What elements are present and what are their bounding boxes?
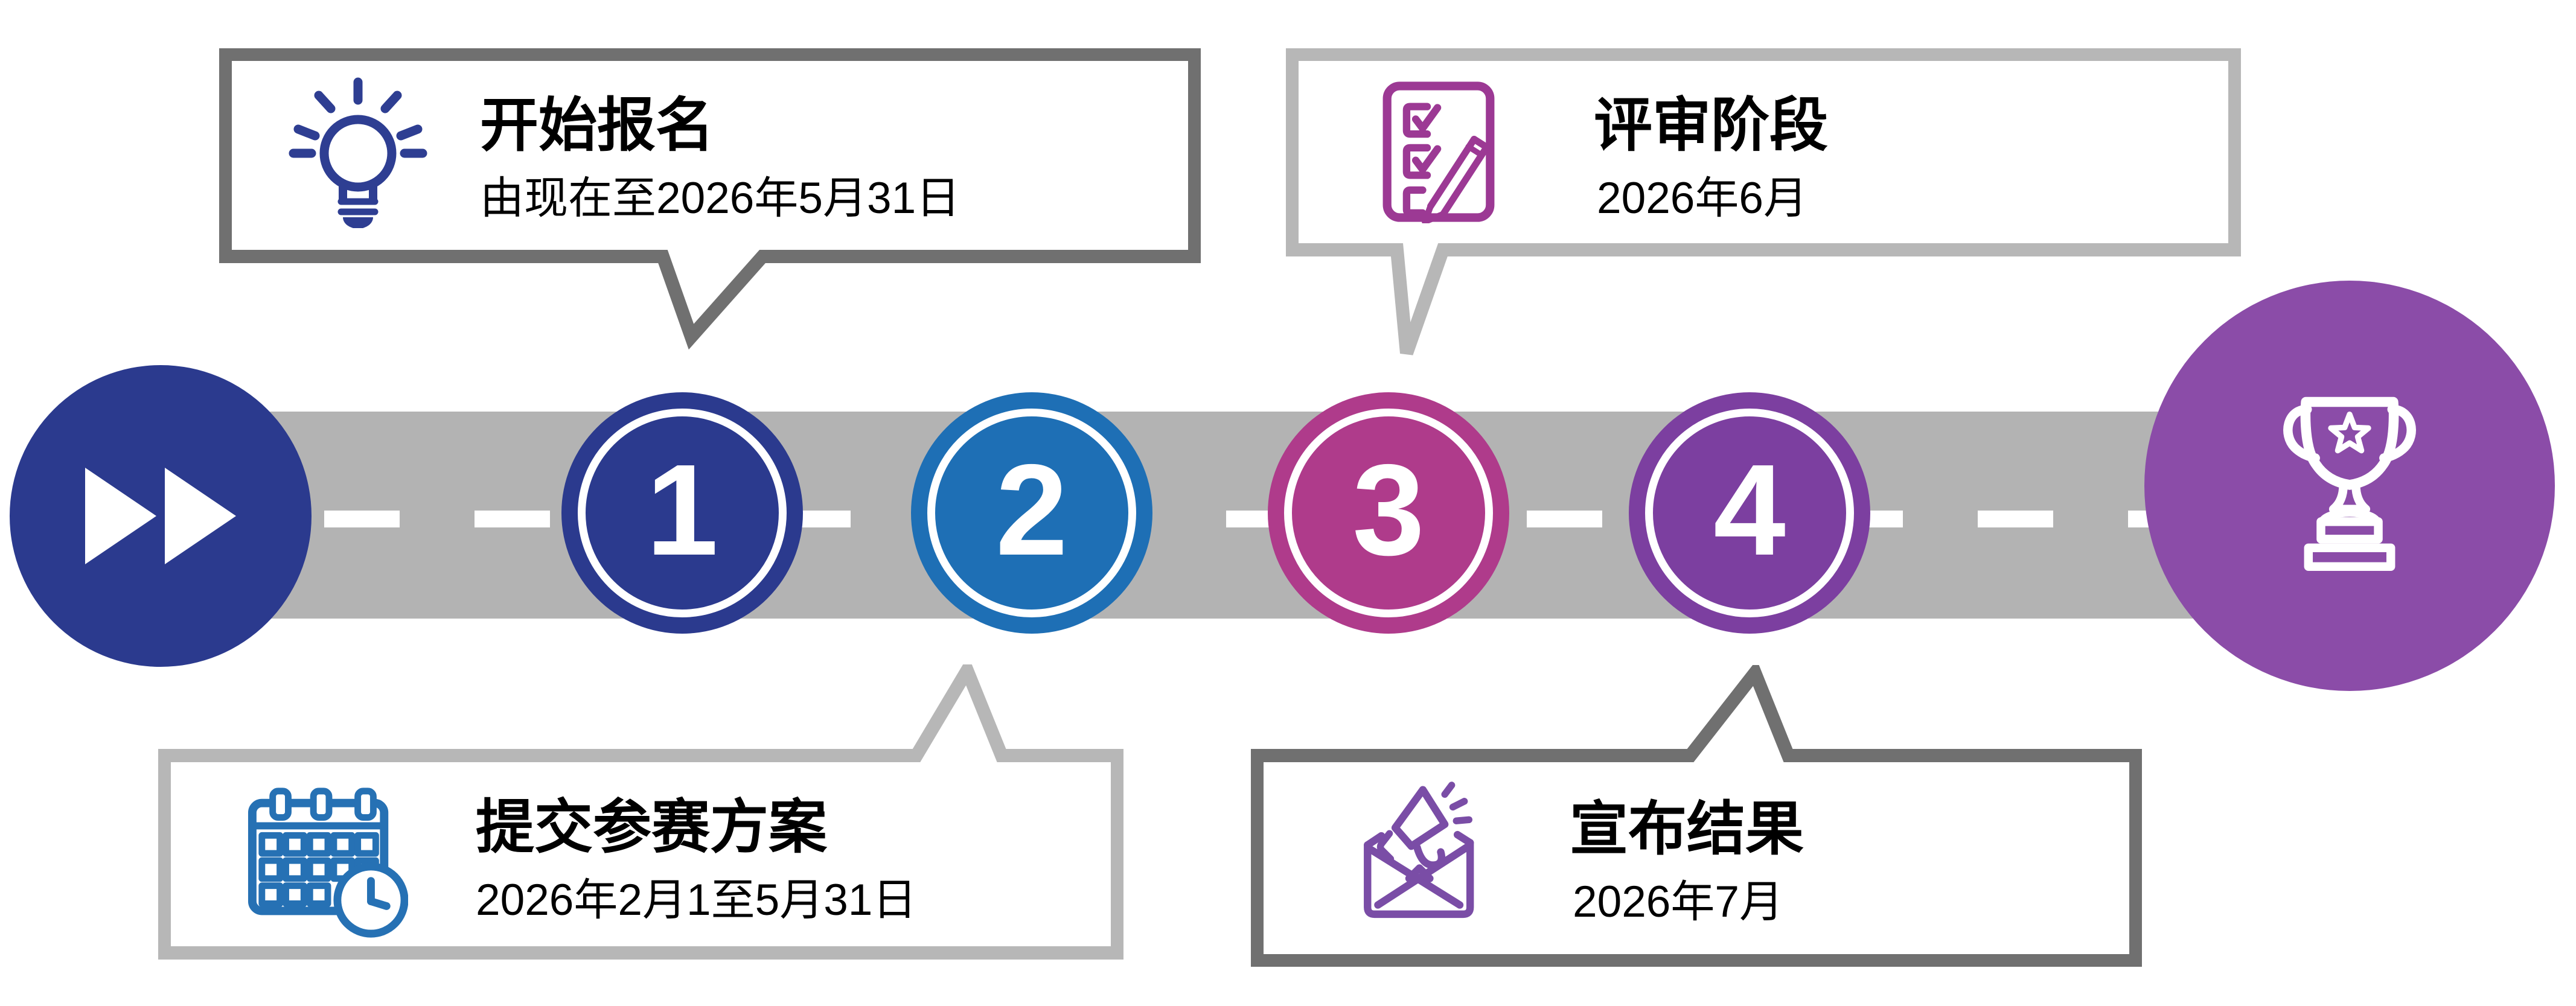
megaphone-envelope-icon <box>1358 774 1485 925</box>
callout-subtitle: 由现在至2026年5月31日 <box>480 174 960 223</box>
callout-subtitle: 2026年7月 <box>1573 877 1783 926</box>
step-number: 2 <box>996 436 1068 582</box>
callout-title: 开始报名 <box>480 92 714 158</box>
step-circle-3: 3 <box>1268 392 1509 634</box>
step-number: 4 <box>1713 436 1786 582</box>
start-circle <box>10 365 312 667</box>
checklist-pencil-icon <box>1381 80 1496 223</box>
step-circle-2: 2 <box>911 392 1152 634</box>
callout-subtitle: 2026年2月1至5月31日 <box>476 876 917 925</box>
end-circle <box>2144 281 2555 691</box>
step-number: 3 <box>1352 436 1425 582</box>
step-number: 1 <box>646 436 718 582</box>
step-circle-1: 1 <box>561 392 803 634</box>
trophy-icon <box>2283 396 2416 571</box>
callout-title: 评审阶段 <box>1594 92 1828 158</box>
calendar-clock-icon <box>246 785 408 940</box>
step-circle-4: 4 <box>1629 392 1870 634</box>
callout-bubble <box>1286 48 2241 355</box>
callout-subtitle: 2026年6月 <box>1597 174 1807 223</box>
callout-title: 提交参赛方案 <box>476 794 827 860</box>
fast-forward-icon <box>85 468 236 564</box>
lightbulb-icon <box>289 77 427 228</box>
callout-bubble <box>1251 665 2142 967</box>
callout-bubble <box>219 48 1201 350</box>
callout-title: 宣布结果 <box>1570 796 1804 862</box>
